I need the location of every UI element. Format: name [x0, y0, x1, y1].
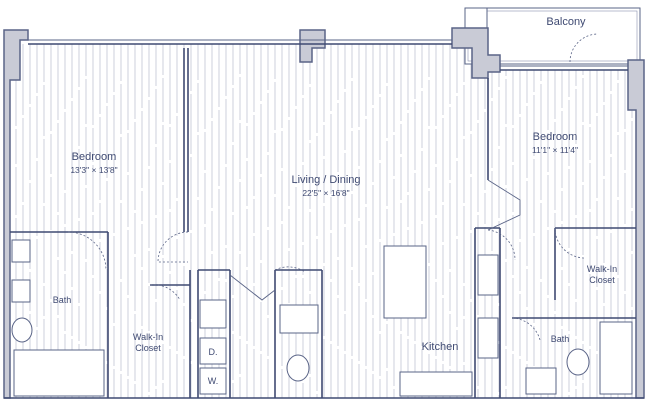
bath-right-label: Bath: [551, 334, 570, 344]
bedroom-left-label: Bedroom: [72, 151, 117, 163]
fixtures: [11, 239, 633, 397]
walkin-right-label: Walk-In: [587, 264, 617, 274]
sink-icon: [11, 279, 31, 303]
kitchen-island: [383, 245, 427, 319]
stove-icon: [477, 254, 499, 296]
toilet-icon: [11, 317, 33, 343]
bathtub-icon: [599, 321, 633, 395]
bedroom-right-label: Bedroom: [533, 131, 578, 143]
dryer-label: D.: [209, 347, 218, 357]
bathtub-icon: [13, 349, 105, 397]
toilet-icon: [286, 354, 310, 382]
sink-icon: [11, 239, 31, 263]
sink-icon: [279, 304, 319, 334]
toilet-icon: [566, 348, 590, 376]
sink-icon: [525, 367, 557, 395]
dryer-icon: [199, 337, 227, 365]
room-labels: Bedroom 13'3" × 13'8" Living / Dining 22…: [53, 16, 617, 386]
sink-icon: [199, 299, 227, 329]
outer-walls: [3, 27, 645, 399]
washer-icon: [199, 367, 227, 395]
walkin-left-label2: Closet: [135, 343, 161, 353]
living-dims: 22'5" × 16'8": [302, 188, 349, 198]
interior-walls: [10, 48, 636, 398]
balcony-door-swing: [569, 33, 599, 63]
balcony-label: Balcony: [546, 16, 586, 28]
door-swings: [67, 227, 586, 341]
living-label: Living / Dining: [291, 174, 360, 186]
kitchen-counter: [399, 371, 473, 397]
kitchen-label: Kitchen: [422, 341, 459, 353]
walkin-right-label2: Closet: [589, 275, 615, 285]
bath-left-label: Bath: [53, 295, 72, 305]
balcony-corner: [464, 7, 488, 29]
washer-label: W.: [208, 376, 219, 386]
sink-icon: [477, 317, 499, 359]
bedroom-right-dims: 11'1" × 11'4": [532, 145, 578, 155]
bedroom-left-dims: 13'3" × 13'8": [70, 165, 117, 175]
walkin-left-label: Walk-In: [133, 332, 163, 342]
